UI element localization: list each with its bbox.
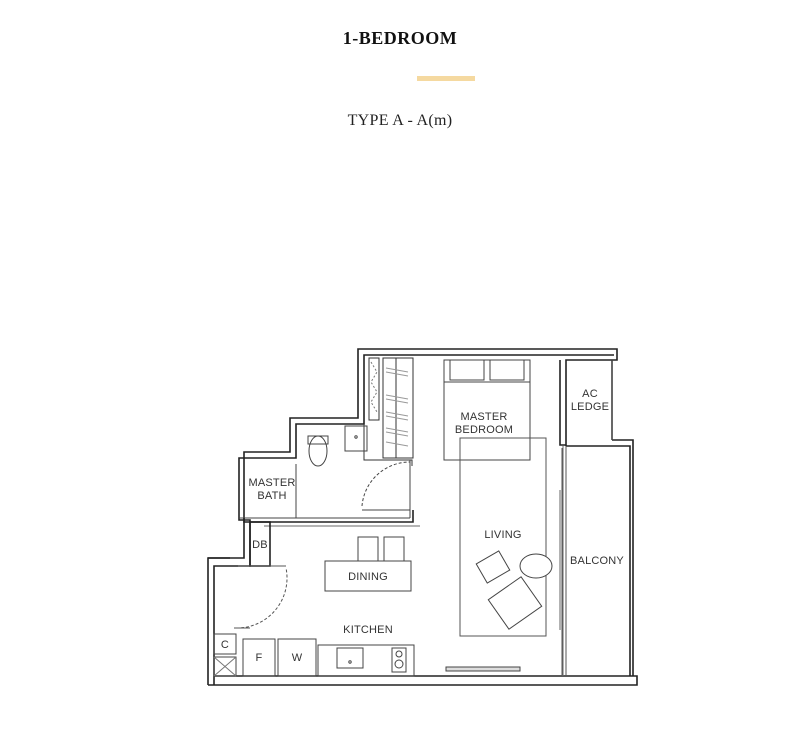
room-label-balcony: BALCONY	[570, 555, 624, 567]
room-label-dining: DINING	[348, 571, 388, 583]
balcony-sliding-door	[559, 446, 564, 676]
room-label-living: LIVING	[484, 529, 521, 541]
balcony-walls	[561, 360, 613, 676]
entrance-door	[234, 565, 288, 629]
room-label-db: DB	[252, 539, 268, 551]
exterior-walls	[207, 348, 638, 686]
kitchen-counter	[213, 633, 521, 677]
appliance-label-c: C	[221, 639, 229, 651]
appliance-label-fridge: F	[256, 652, 263, 664]
master-bath	[239, 425, 411, 519]
living-rug	[459, 437, 547, 637]
accent-divider	[417, 76, 475, 81]
room-label-kitchen: KITCHEN	[343, 624, 393, 636]
appliance-label-washer: W	[292, 652, 303, 664]
wardrobe	[363, 357, 414, 466]
bed	[443, 359, 531, 461]
dining-table	[324, 536, 412, 592]
living-furniture	[475, 550, 553, 630]
unit-subtype-label: TYPE A - A(m)	[347, 112, 453, 129]
unit-type-title: 1-BEDROOM	[342, 28, 458, 48]
